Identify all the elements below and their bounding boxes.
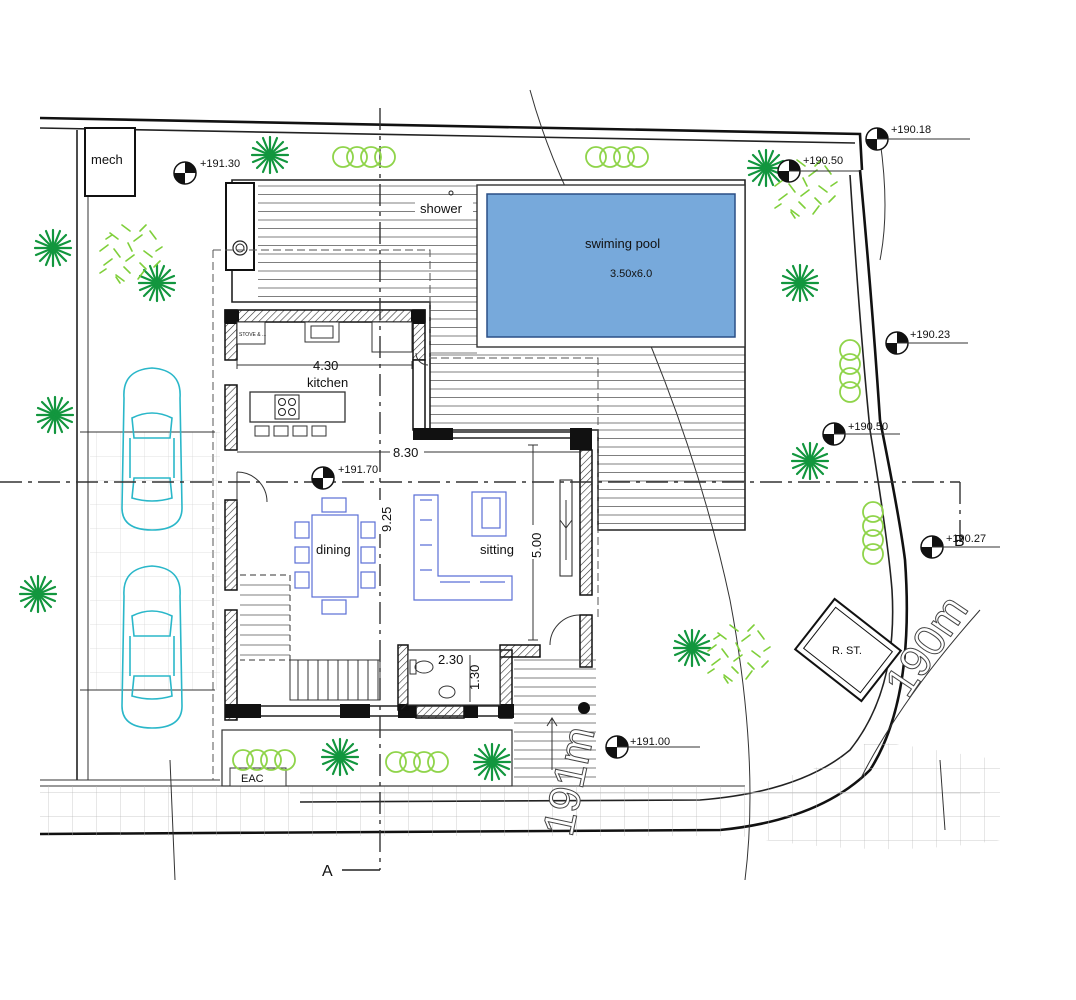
storage-label: R. ST. (832, 645, 862, 657)
palm-tree (250, 135, 290, 175)
mech-label: mech (91, 152, 123, 167)
level-marker: +190.23 (885, 329, 968, 355)
wc: 2.30 1.30 (407, 649, 501, 706)
svg-text:+190.50: +190.50 (803, 155, 843, 167)
hedge (385, 751, 449, 773)
depth-dimension: 9.25 (372, 108, 394, 870)
svg-text:+191.30: +191.30 (200, 158, 240, 170)
palm-tree (672, 628, 712, 668)
kitchen-dimension: 4.30 (313, 358, 338, 373)
level-markers: +191.30 +190.18 +190.50 +190.23 +190.50 … (173, 124, 1000, 759)
palm-tree (320, 737, 360, 777)
dining-label: dining (316, 542, 351, 557)
wc-height-label: 1.30 (467, 665, 482, 690)
contour-label-191: 191m (534, 722, 605, 840)
hedge (585, 146, 649, 168)
sitting-area: sitting (413, 479, 573, 601)
pool-label: swiming pool (585, 236, 660, 251)
hedge (862, 501, 884, 565)
stove-note: STOVE & ... (239, 332, 266, 338)
palm-tree (18, 574, 58, 614)
kitchen: STOVE & ... 4.30 kitchen (236, 321, 413, 437)
palm-tree (33, 228, 73, 268)
svg-text:+190.23: +190.23 (910, 329, 950, 341)
street-paving (40, 740, 1000, 850)
section-marker-b: B (954, 533, 965, 550)
width-dimension-label: 8.30 (393, 445, 418, 460)
level-marker: +191.30 (173, 158, 240, 185)
shower-area: shower (225, 182, 473, 271)
site-boundary (39, 116, 909, 836)
palm-tree (35, 395, 75, 435)
hedge (232, 749, 296, 771)
living-dimension: 5.00 (524, 444, 544, 641)
pool-deck (258, 185, 745, 524)
parking-area (80, 431, 220, 691)
level-marker: +191.00 (605, 735, 700, 759)
svg-text:+190.50: +190.50 (848, 421, 888, 433)
dining-area: dining (294, 497, 376, 615)
svg-text:+190.18: +190.18 (891, 124, 931, 136)
level-marker: +190.50 (777, 155, 860, 183)
storage-room: R. ST. (793, 597, 903, 703)
level-marker: +190.27 (920, 533, 1000, 559)
doors (236, 352, 581, 646)
living-dimension-label: 5.00 (529, 533, 544, 558)
level-marker: +191.70 (311, 464, 378, 490)
staircase (240, 574, 381, 701)
palm-tree (472, 742, 512, 782)
pool-water (486, 193, 736, 338)
front-steps (514, 659, 596, 778)
column-marker (578, 702, 590, 714)
hedge (332, 146, 396, 168)
hedge (839, 339, 861, 403)
pool-size: 3.50x6.0 (610, 268, 652, 280)
eac-label: EAC (241, 773, 264, 785)
svg-text:+191.70: +191.70 (338, 464, 378, 476)
sitting-label: sitting (480, 542, 514, 557)
level-marker: +190.18 (865, 124, 970, 151)
shower-label: shower (420, 201, 463, 216)
front-planter: EAC (221, 729, 513, 787)
svg-text:+190.27: +190.27 (946, 533, 986, 545)
depth-dimension-label: 9.25 (379, 507, 394, 532)
palm-tree (790, 441, 830, 481)
kitchen-label: kitchen (307, 375, 348, 390)
svg-text:+191.00: +191.00 (630, 736, 670, 748)
section-marker-a: A (322, 863, 333, 880)
wc-width-label: 2.30 (438, 652, 463, 667)
palm-tree (780, 263, 820, 303)
mech-room: mech (84, 127, 136, 197)
section-lines: A B (0, 481, 965, 880)
level-marker: +190.50 (822, 421, 900, 446)
width-dimension: 8.30 (237, 444, 580, 460)
swimming-pool: swiming pool 3.50x6.0 (476, 184, 746, 348)
house-walls (224, 309, 593, 721)
